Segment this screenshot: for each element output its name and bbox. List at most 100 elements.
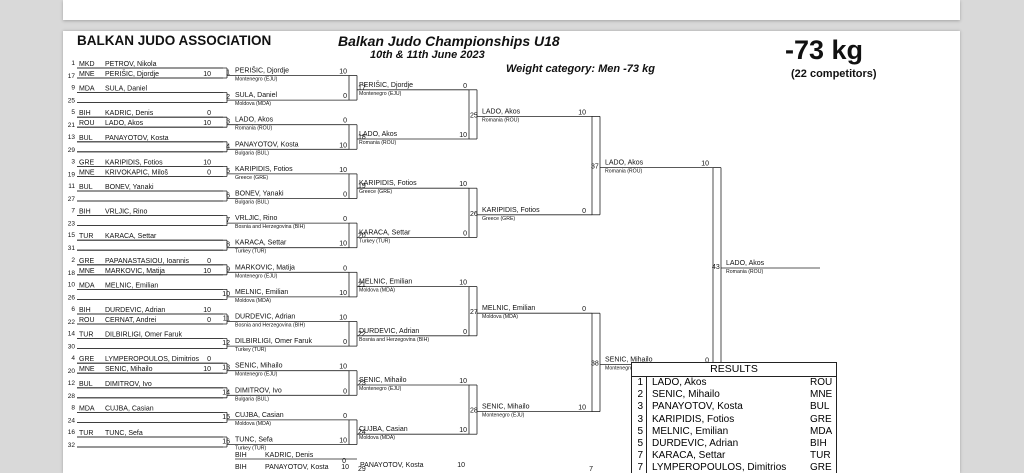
winner-club: Turkey (TUR) xyxy=(235,446,266,452)
match-number: 24 xyxy=(358,429,366,436)
match-score: 0 xyxy=(343,93,347,100)
results-title: RESULTS xyxy=(632,363,836,377)
winner-name: MARKOVIC, Matija xyxy=(235,264,295,271)
competitor-country: BIH xyxy=(235,464,247,471)
winner-club: Moldova (MDA) xyxy=(359,435,395,441)
match-score: 0 xyxy=(343,216,347,223)
match-number: 38 xyxy=(591,360,599,367)
competitor-name: DILBIRLIGI, Omer Faruk xyxy=(105,332,183,339)
result-country: ROU xyxy=(810,377,833,388)
winner-club: Montenegro (EJU) xyxy=(235,372,278,378)
competitor-name: CUJBA, Casian xyxy=(105,405,154,412)
winner-name: CUJBA, Casian xyxy=(235,412,284,419)
match-score: 10 xyxy=(459,427,467,434)
seed-number: 32 xyxy=(68,442,76,449)
winner-club: Bosnia and Herzegovina (BIH) xyxy=(235,323,305,329)
result-name: KARIPIDIS, Fotios xyxy=(652,413,735,425)
match-score: 0 xyxy=(463,230,467,237)
seed-number: 14 xyxy=(68,331,76,338)
winner-club: Bulgaria (BUL) xyxy=(235,200,269,206)
result-place: 2 xyxy=(632,389,647,402)
match-number: 17 xyxy=(358,85,366,92)
competitor-country: ROU xyxy=(79,120,95,127)
competitor-country: MNE xyxy=(79,71,95,78)
match-number: 4 xyxy=(226,143,230,150)
result-place: 5 xyxy=(632,437,647,451)
competitor-country: MNE xyxy=(79,268,95,275)
winner-name: MELNIC, Emilian xyxy=(235,289,288,296)
match-score: 0 xyxy=(582,306,586,313)
match-number: 26 xyxy=(470,211,478,218)
match-score: 10 xyxy=(339,438,347,445)
seed-number: 25 xyxy=(68,98,76,105)
match-score: 0 xyxy=(343,265,347,272)
seed-number: 12 xyxy=(68,380,76,387)
competitor-country: GRE xyxy=(79,258,95,265)
winner-club: Moldova (MDA) xyxy=(482,314,518,320)
result-place: 3 xyxy=(632,413,647,426)
competitor-score: 0 xyxy=(207,258,211,265)
match-number: 22 xyxy=(358,331,366,338)
competitor-score: 10 xyxy=(203,159,211,166)
winner-club: Montenegro (EJU) xyxy=(235,77,278,83)
competitors-count: (22 competitors) xyxy=(791,68,877,80)
event-dates: 10th & 11th June 2023 xyxy=(370,49,485,61)
winner-name: KARACA, Settar xyxy=(359,229,411,236)
competitor-score: 10 xyxy=(203,120,211,127)
seed-number: 23 xyxy=(68,221,76,228)
match-score: 0 xyxy=(343,192,347,199)
match-number: 12 xyxy=(222,340,230,347)
organization-name: BALKAN JUDO ASSOCIATION xyxy=(77,33,272,48)
result-country: BUL xyxy=(810,401,830,413)
match-number: 16 xyxy=(222,439,230,446)
match-score: 0 xyxy=(343,118,347,125)
winner-name: PANAYOTOV, Kosta xyxy=(360,462,424,469)
competitor-country: TUR xyxy=(79,233,93,240)
seed-number: 5 xyxy=(71,109,75,116)
winner-name: PERIŠIC, Djordje xyxy=(235,66,289,75)
competitor-country: TUR xyxy=(79,332,93,339)
competitor-country: MNE xyxy=(79,366,95,373)
competitor-name: DIMITROV, Ivo xyxy=(105,381,152,388)
seed-number: 27 xyxy=(68,196,76,203)
weight-category-label: Weight category: Men -73 kg xyxy=(506,63,655,75)
winner-club: Greece (GRE) xyxy=(359,189,392,195)
competitor-score: 0 xyxy=(207,356,211,363)
winner-name: LADO, Akos xyxy=(482,108,521,115)
winner-name: PERIŠIC, Djordje xyxy=(359,80,413,89)
seed-number: 9 xyxy=(71,85,75,92)
match-number: 11 xyxy=(223,316,230,323)
winner-name: MELNIC, Emilian xyxy=(482,305,535,312)
winner-club: Romania (ROU) xyxy=(482,117,519,123)
winner-club: Greece (GRE) xyxy=(482,216,515,222)
match-number: 5 xyxy=(226,168,230,175)
result-name: MELNIC, Emilian xyxy=(652,425,729,437)
winner-club: Romania (ROU) xyxy=(235,126,272,132)
competitor-name: PANAYOTOV, Kosta xyxy=(265,464,329,471)
result-place: 7 xyxy=(632,462,647,473)
result-place: 5 xyxy=(632,425,647,438)
competitor-name: SULA, Daniel xyxy=(105,86,147,93)
competitor-country: MNE xyxy=(79,169,95,176)
match-number: 1 xyxy=(226,70,230,77)
competitor-country: BUL xyxy=(79,381,93,388)
seed-number: 11 xyxy=(68,183,75,190)
winner-name: KARIPIDIS, Fotios xyxy=(482,207,540,214)
competitor-score: 10 xyxy=(203,268,211,275)
winner-club: Turkey (TUR) xyxy=(235,249,266,255)
match-number: 28 xyxy=(470,408,478,415)
winner-name: SENIC, Mihailo xyxy=(605,356,653,363)
competitor-name: KARIPIDIS, Fotios xyxy=(105,159,163,166)
winner-name: DILBIRLIGI, Omer Faruk xyxy=(235,338,313,345)
winner-club: Montenegro (EJU) xyxy=(359,91,402,97)
match-score: 10 xyxy=(339,167,347,174)
match-score: 0 xyxy=(463,329,467,336)
match-number: 15 xyxy=(222,414,230,421)
winner-club: Bulgaria (BUL) xyxy=(235,396,269,402)
winner-name: LADO, Akos xyxy=(235,117,274,124)
competitor-country: BIH xyxy=(79,307,91,314)
seed-number: 22 xyxy=(68,319,76,326)
competitor-country: BIH xyxy=(235,452,247,459)
